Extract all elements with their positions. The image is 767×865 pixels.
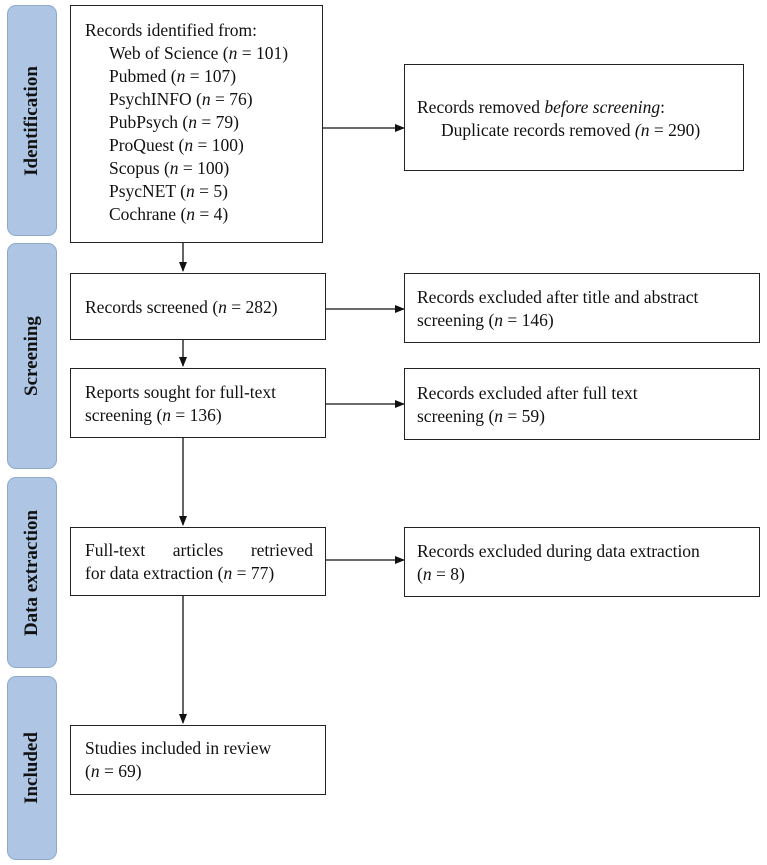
excluded-full-text-line2: screening (n = 59) bbox=[417, 406, 545, 426]
excluded-extraction-line2: (n = 8) bbox=[417, 564, 465, 584]
records-screened-box: Records screened (n = 282) bbox=[70, 273, 326, 340]
source-item: Web of Science (n = 101) bbox=[109, 43, 289, 63]
records-identified-heading: Records identified from: bbox=[85, 20, 258, 40]
phase-screening: Screening bbox=[7, 243, 57, 469]
phase-identification: Identification bbox=[7, 5, 57, 236]
duplicates-removed-text: Duplicate records removed (n = 290) bbox=[441, 120, 701, 140]
studies-included-box: Studies included in review (n = 69) bbox=[70, 725, 326, 795]
records-screened-text: Records screened (n = 282) bbox=[85, 297, 278, 317]
reports-sought-line2: screening (n = 136) bbox=[85, 405, 222, 425]
source-list: Web of Science (n = 101) Pubmed (n = 107)… bbox=[85, 42, 318, 226]
source-item: PubPsych (n = 79) bbox=[109, 112, 239, 132]
reports-sought-line1: Reports sought for full-text bbox=[85, 382, 277, 402]
source-item: Cochrane (n = 4) bbox=[109, 204, 229, 224]
excluded-title-abstract-line2: screening (n = 146) bbox=[417, 310, 554, 330]
phase-data-extraction: Data extraction bbox=[7, 477, 57, 668]
source-item: Pubmed (n = 107) bbox=[109, 66, 237, 86]
excluded-extraction-line1: Records excluded during data extraction bbox=[417, 541, 700, 561]
excluded-extraction-box: Records excluded during data extraction … bbox=[404, 527, 760, 597]
excluded-full-text-box: Records excluded after full text screeni… bbox=[404, 368, 760, 440]
records-removed-heading: Records removed before screening: bbox=[417, 97, 666, 117]
records-identified-box: Records identified from: Web of Science … bbox=[70, 5, 323, 243]
source-item: Scopus (n = 100) bbox=[109, 158, 230, 178]
studies-included-line1: Studies included in review bbox=[85, 738, 272, 758]
studies-included-line2: (n = 69) bbox=[85, 761, 142, 781]
excluded-title-abstract-line1: Records excluded after title and abstrac… bbox=[417, 287, 699, 307]
full-text-retrieved-box: Full-text articles retrieved for data ex… bbox=[70, 527, 326, 596]
source-item: PsychINFO (n = 76) bbox=[109, 89, 253, 109]
full-text-retrieved-line2: for data extraction (n = 77) bbox=[85, 563, 275, 583]
phase-included: Included bbox=[7, 676, 57, 860]
excluded-title-abstract-box: Records excluded after title and abstrac… bbox=[404, 273, 760, 343]
full-text-retrieved-line1: Full-text articles retrieved bbox=[85, 540, 313, 560]
records-removed-box: Records removed before screening: Duplic… bbox=[404, 64, 744, 171]
source-item: ProQuest (n = 100) bbox=[109, 135, 244, 155]
reports-sought-box: Reports sought for full-text screening (… bbox=[70, 368, 326, 438]
excluded-full-text-line1: Records excluded after full text bbox=[417, 383, 638, 403]
source-item: PsycNET (n = 5) bbox=[109, 181, 228, 201]
